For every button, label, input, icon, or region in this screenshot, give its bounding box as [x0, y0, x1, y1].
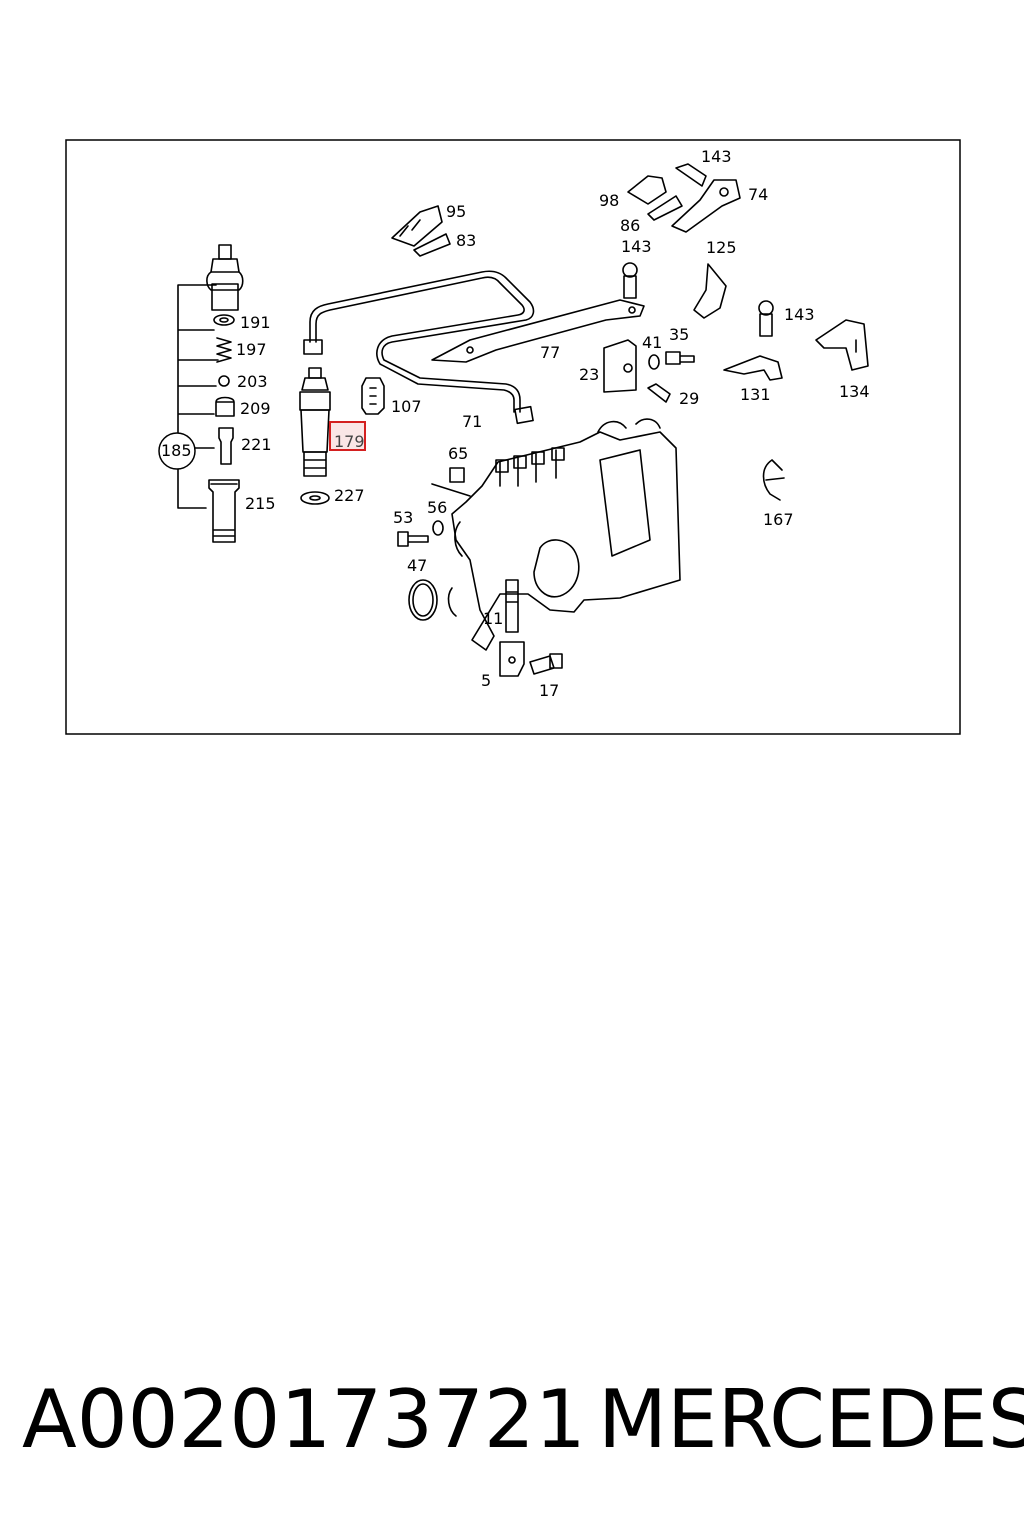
- bracket-part-77: [431, 299, 645, 363]
- shaft-part-11: [505, 579, 519, 633]
- callout-86: 86: [620, 216, 640, 235]
- callout-41: 41: [642, 333, 662, 352]
- parts-diagram: 143 98 74 86 95 83 143 125 143 191 197 7…: [0, 0, 1024, 760]
- clip-part-98: [627, 175, 667, 205]
- callout-131: 131: [740, 385, 771, 404]
- callout-209: 209: [240, 399, 271, 418]
- washer-part-41: [648, 354, 660, 370]
- clip-part-107: [361, 377, 385, 415]
- callout-227: 227: [334, 486, 365, 505]
- injection-pump-part: [447, 418, 681, 651]
- injector-part-179: [299, 367, 331, 477]
- callout-191: 191: [240, 313, 271, 332]
- parts-diagram-svg: 143 98 74 86 95 83 143 125 143 191 197 7…: [65, 139, 961, 735]
- callout-95: 95: [446, 202, 466, 221]
- group-circle-185: [158, 432, 196, 470]
- washer-part-191: [213, 314, 235, 326]
- callout-23: 23: [579, 365, 599, 384]
- spacer-part-209: [215, 396, 235, 417]
- nut-part-215: [208, 479, 240, 543]
- callout-203: 203: [237, 372, 268, 391]
- callout-143: 143: [621, 237, 652, 256]
- callout-107: 107: [391, 397, 422, 416]
- nozzle-holder-part: [206, 244, 244, 311]
- callout-221: 221: [241, 435, 272, 454]
- callout-35: 35: [669, 325, 689, 344]
- fuel-line-71: [309, 270, 535, 413]
- clip-part-167: [762, 459, 785, 501]
- callout-215: 215: [245, 494, 276, 513]
- callout-179: 179: [334, 432, 365, 451]
- callout-47: 47: [407, 556, 427, 575]
- callout-98: 98: [599, 191, 619, 210]
- clip-part-86: [647, 195, 683, 221]
- group-bracket: [177, 284, 219, 509]
- callout-5: 5: [481, 671, 491, 690]
- screw-part-29: [647, 383, 671, 403]
- block-part-5: [499, 641, 525, 677]
- bolt-part-53: [397, 531, 429, 547]
- diagram-frame: [65, 139, 961, 735]
- bolt-part-143c: [759, 313, 773, 337]
- callout-56: 56: [427, 498, 447, 517]
- callout-17: 17: [539, 681, 559, 700]
- oring-part-47: [408, 579, 438, 621]
- callout-83: 83: [456, 231, 476, 250]
- highlight-box-179: [329, 421, 366, 451]
- callout-197: 197: [236, 340, 267, 359]
- bracket-part-74: [671, 179, 741, 233]
- callout-185: 185: [161, 441, 192, 460]
- bracket-part-131: [723, 355, 783, 381]
- callout-77: 77: [540, 343, 560, 362]
- callout-74: 74: [748, 185, 768, 204]
- washer-part-227: [300, 491, 330, 505]
- bolt-part-143a: [675, 163, 707, 187]
- nozzle-part-221: [218, 427, 234, 465]
- callout-65: 65: [448, 444, 468, 463]
- callout-53: 53: [393, 508, 413, 527]
- pin-part-203: [218, 375, 230, 387]
- callout-167: 167: [763, 510, 794, 529]
- spring-part-197: [216, 337, 232, 363]
- brand-name: MERCEDES: [598, 1373, 1024, 1466]
- bolt-part-35: [665, 351, 695, 365]
- callout-11: 11: [483, 609, 503, 628]
- washer-part-56: [432, 520, 444, 536]
- block-part-65: [431, 467, 471, 497]
- bracket-part-125: [693, 263, 727, 319]
- callout-143: 143: [701, 147, 732, 166]
- clamp-part-134: [815, 319, 869, 371]
- clip-part-83: [413, 233, 451, 257]
- screw-part-17: [529, 653, 563, 675]
- clip-part-95: [391, 205, 443, 247]
- callout-143: 143: [784, 305, 815, 324]
- callout-29: 29: [679, 389, 699, 408]
- bracket-part-23: [603, 339, 637, 393]
- callout-125: 125: [706, 238, 737, 257]
- callout-134: 134: [839, 382, 870, 401]
- bolt-part-143b: [623, 275, 637, 299]
- callout-71: 71: [462, 412, 482, 431]
- footer-caption: A0020173721 MERCEDES: [0, 1370, 1024, 1480]
- part-number: A0020173721: [22, 1373, 586, 1466]
